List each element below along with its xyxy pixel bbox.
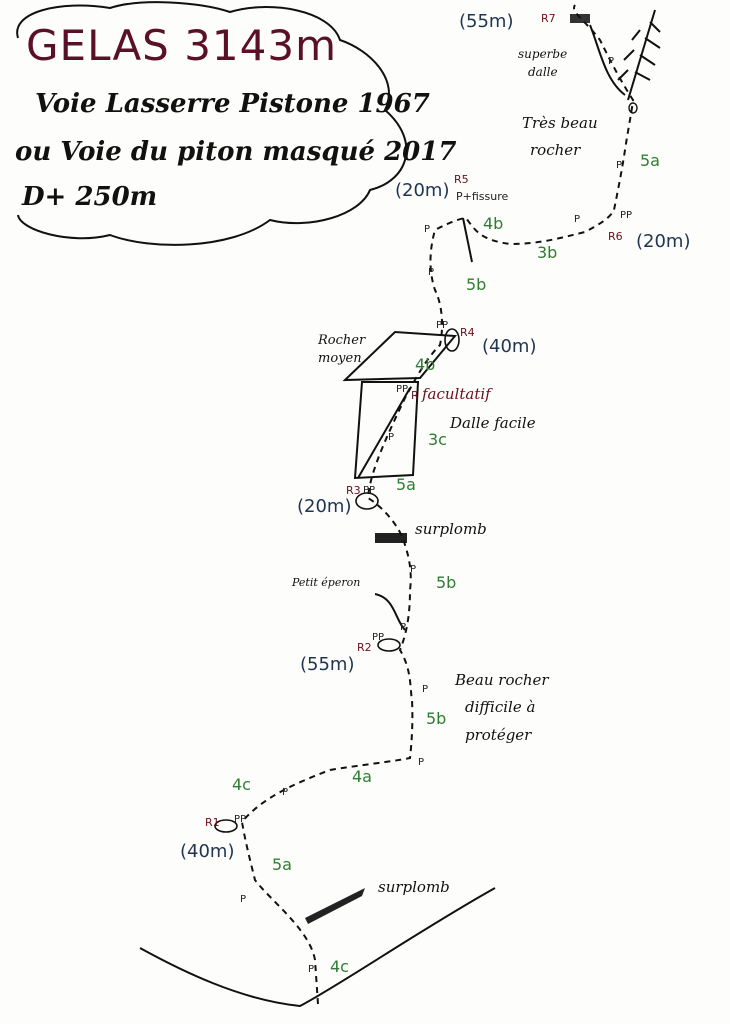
relay-r4-label: R4	[460, 326, 475, 339]
length-r4: (40m)	[482, 336, 536, 357]
grade-3b: 3b	[537, 243, 557, 262]
relay-r6-label: R6	[608, 230, 623, 243]
grade-4b-pitch6: 4b	[483, 214, 503, 233]
note-beau-rocher-1: Beau rocher	[454, 671, 549, 689]
length-r7: (55m)	[459, 11, 513, 32]
note-tres-beau-2: rocher	[530, 141, 581, 159]
relay-r4-oval	[444, 328, 460, 352]
rocher-moyen-shape	[342, 330, 458, 382]
piton-mark: P	[388, 432, 394, 443]
note-fissure: P+fissure	[456, 190, 508, 203]
piton-mark: P	[608, 56, 614, 67]
piton-mark: P	[240, 894, 246, 905]
relay-r2-label: R2	[357, 641, 372, 654]
note-surplomb-top: surplomb	[415, 520, 487, 538]
surplomb-top-mark	[375, 533, 407, 543]
piton-mark: P	[308, 964, 314, 975]
relay-r3-label: R3	[346, 484, 361, 497]
note-rocher-moyen-2: moyen	[318, 351, 362, 366]
note-beau-rocher-3: protéger	[465, 726, 532, 744]
surplomb-bottom-mark	[305, 888, 365, 924]
ground-line	[139, 887, 496, 1008]
note-facultatif: facultatif	[421, 385, 493, 403]
note-superbe-1: superbe	[518, 47, 567, 61]
piton-mark: P	[616, 160, 622, 171]
grade-5a-pitch1: 5a	[272, 855, 292, 874]
length-r1: (40m)	[180, 841, 234, 862]
piton-mark: P	[418, 757, 424, 768]
route-name-2: ou Voie du piton masqué 2017	[15, 137, 456, 167]
grade-4c-bottom: 4c	[330, 957, 349, 976]
grade-4b-pitch4: 4b	[415, 355, 435, 374]
piton-pair-mark: PP	[396, 384, 408, 395]
note-dalle-facile: Dalle facile	[449, 414, 536, 432]
relay-r1-label: R1	[205, 816, 220, 829]
grade-5b-pitch2: 5b	[426, 709, 446, 728]
piton-pair-mark: PP	[620, 210, 632, 221]
note-petit-eperon: Petit éperon	[291, 576, 360, 589]
piton-mark: P	[282, 787, 288, 798]
piton-pair-mark: PP	[363, 485, 375, 496]
title-cloud	[16, 1, 408, 246]
grade-5a-pitch7: 5a	[640, 151, 660, 170]
length-r3: (20m)	[297, 496, 351, 517]
relay-r7-label: R7	[541, 12, 556, 25]
arete-tree-shape	[617, 9, 661, 101]
elevation-gain: D+ 250m	[21, 182, 157, 212]
route-name-1: Voie Lasserre Pistone 1967	[35, 89, 430, 119]
piton-mark: P	[574, 214, 580, 225]
petit-eperon-arrow	[374, 593, 406, 631]
grade-5b-pitch5: 5b	[466, 275, 486, 294]
piton-pair-mark: PP	[372, 632, 384, 643]
grade-5b-pitch3: 5b	[436, 573, 456, 592]
page-title: GELAS 3143m	[26, 21, 337, 70]
note-rocher-moyen-1: Rocher	[317, 333, 366, 348]
length-r5: (20m)	[395, 180, 449, 201]
piton-mark: P	[422, 684, 428, 695]
grade-3c: 3c	[428, 430, 447, 449]
route-line	[240, 4, 635, 1005]
relay-r1-oval	[214, 819, 238, 833]
note-superbe-2: dalle	[528, 65, 558, 79]
piton-mark: P	[410, 564, 416, 575]
note-tres-beau-1: Très beau	[522, 114, 598, 132]
grade-4c-pitch2: 4c	[232, 775, 251, 794]
slab-diagonal	[357, 387, 411, 479]
piton-mark: P	[428, 267, 434, 278]
note-surplomb-bottom: surplomb	[378, 878, 450, 896]
relay-r2-oval	[377, 638, 401, 652]
length-r2: (55m)	[300, 654, 354, 675]
relay-r3-oval	[355, 492, 379, 510]
piton-mark: P	[400, 622, 406, 633]
piton-pair-mark: PP	[436, 320, 448, 331]
top-relay-slab-mark	[570, 14, 590, 23]
relay-r5-label: R5	[454, 173, 469, 186]
slab-box	[353, 381, 420, 480]
grade-4a: 4a	[352, 767, 372, 786]
note-beau-rocher-2: difficile à	[465, 698, 535, 716]
relay-r7-oval	[628, 102, 638, 114]
fissure-line	[462, 217, 473, 263]
length-r6: (20m)	[636, 231, 690, 252]
relay-optional-label: R	[411, 389, 419, 402]
grade-5a-pitch4: 5a	[396, 475, 416, 494]
piton-mark: P	[424, 224, 430, 235]
piton-pair-mark: PP	[234, 814, 246, 825]
